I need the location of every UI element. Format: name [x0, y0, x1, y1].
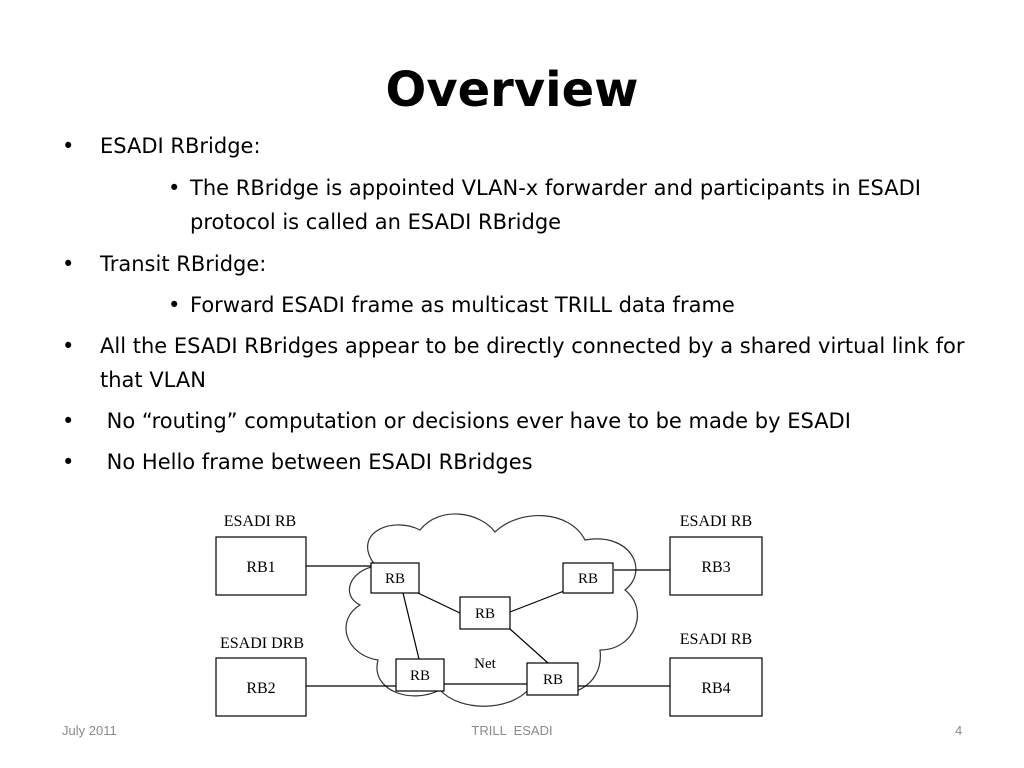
inner-rb-bottom-left-label: RB	[410, 668, 430, 684]
sub-bullet-transit-forward: Forward ESADI frame as multicast TRILL d…	[190, 293, 735, 317]
rb4-label: RB4	[701, 680, 730, 697]
inner-rb-top-right-label: RB	[578, 571, 598, 587]
rb1-box	[215, 536, 307, 596]
inner-rb-top-left-box	[370, 562, 420, 594]
inner-rb-bottom-right-box	[526, 662, 579, 696]
label-rb2: ESADI DRB	[220, 635, 304, 652]
bullet-shared-virtual-link: All the ESADI RBridges appear to be dire…	[100, 334, 965, 392]
inner-rb-top-right-box	[562, 562, 614, 594]
bullet-dot: •	[62, 450, 75, 474]
rb2-box	[215, 657, 307, 717]
sub-bullet-esadi-definition: The RBridge is appointed VLAN-x forwarde…	[190, 176, 921, 234]
bullet-no-routing: No “routing” computation or decisions ev…	[100, 409, 851, 433]
label-rb4: ESADI RB	[680, 631, 752, 648]
bullet-esadi-rbridge: ESADI RBridge:	[100, 134, 261, 158]
rb2-label: RB2	[246, 680, 275, 697]
inner-rb-bottom-right-label: RB	[543, 672, 563, 688]
inner-rb-bottom-left-box	[395, 658, 445, 692]
sub-bullet-dot: •	[168, 176, 181, 200]
inner-rb-center-label: RB	[475, 606, 495, 622]
footer-center-text: TRILL ESADI	[471, 723, 553, 738]
label-rb3: ESADI RB	[680, 513, 752, 530]
bullet-dot: •	[62, 134, 75, 158]
slide-title: Overview	[385, 62, 639, 118]
rb4-box	[669, 657, 763, 717]
footer-page-number: 4	[955, 723, 963, 738]
bullet-transit-rbridge: Transit RBridge:	[100, 252, 267, 276]
label-rb1: ESADI RB	[224, 513, 296, 530]
inner-rb-top-left-label: RB	[385, 571, 405, 587]
bullet-no-hello: No Hello frame between ESADI RBridges	[100, 450, 533, 474]
bullet-list: • ESADI RBridge: • The RBridge is appoin…	[62, 134, 965, 474]
link-tl-center	[417, 592, 463, 615]
link-tr-center	[509, 590, 565, 613]
bullet-dot: •	[62, 409, 75, 433]
link-center-br	[509, 628, 549, 664]
links	[306, 565, 670, 687]
bullet-dot: •	[62, 334, 75, 358]
rb3-box	[669, 536, 763, 596]
rb1-label: RB1	[246, 559, 275, 576]
cloud-label: Net	[474, 656, 496, 672]
bullet-dot: •	[62, 252, 75, 276]
inner-rb-center-box	[459, 596, 511, 630]
footer-date: July 2011	[62, 723, 117, 738]
sub-bullet-dot: •	[168, 293, 181, 317]
rb3-label: RB3	[701, 559, 730, 576]
link-tl-bl	[402, 592, 420, 660]
